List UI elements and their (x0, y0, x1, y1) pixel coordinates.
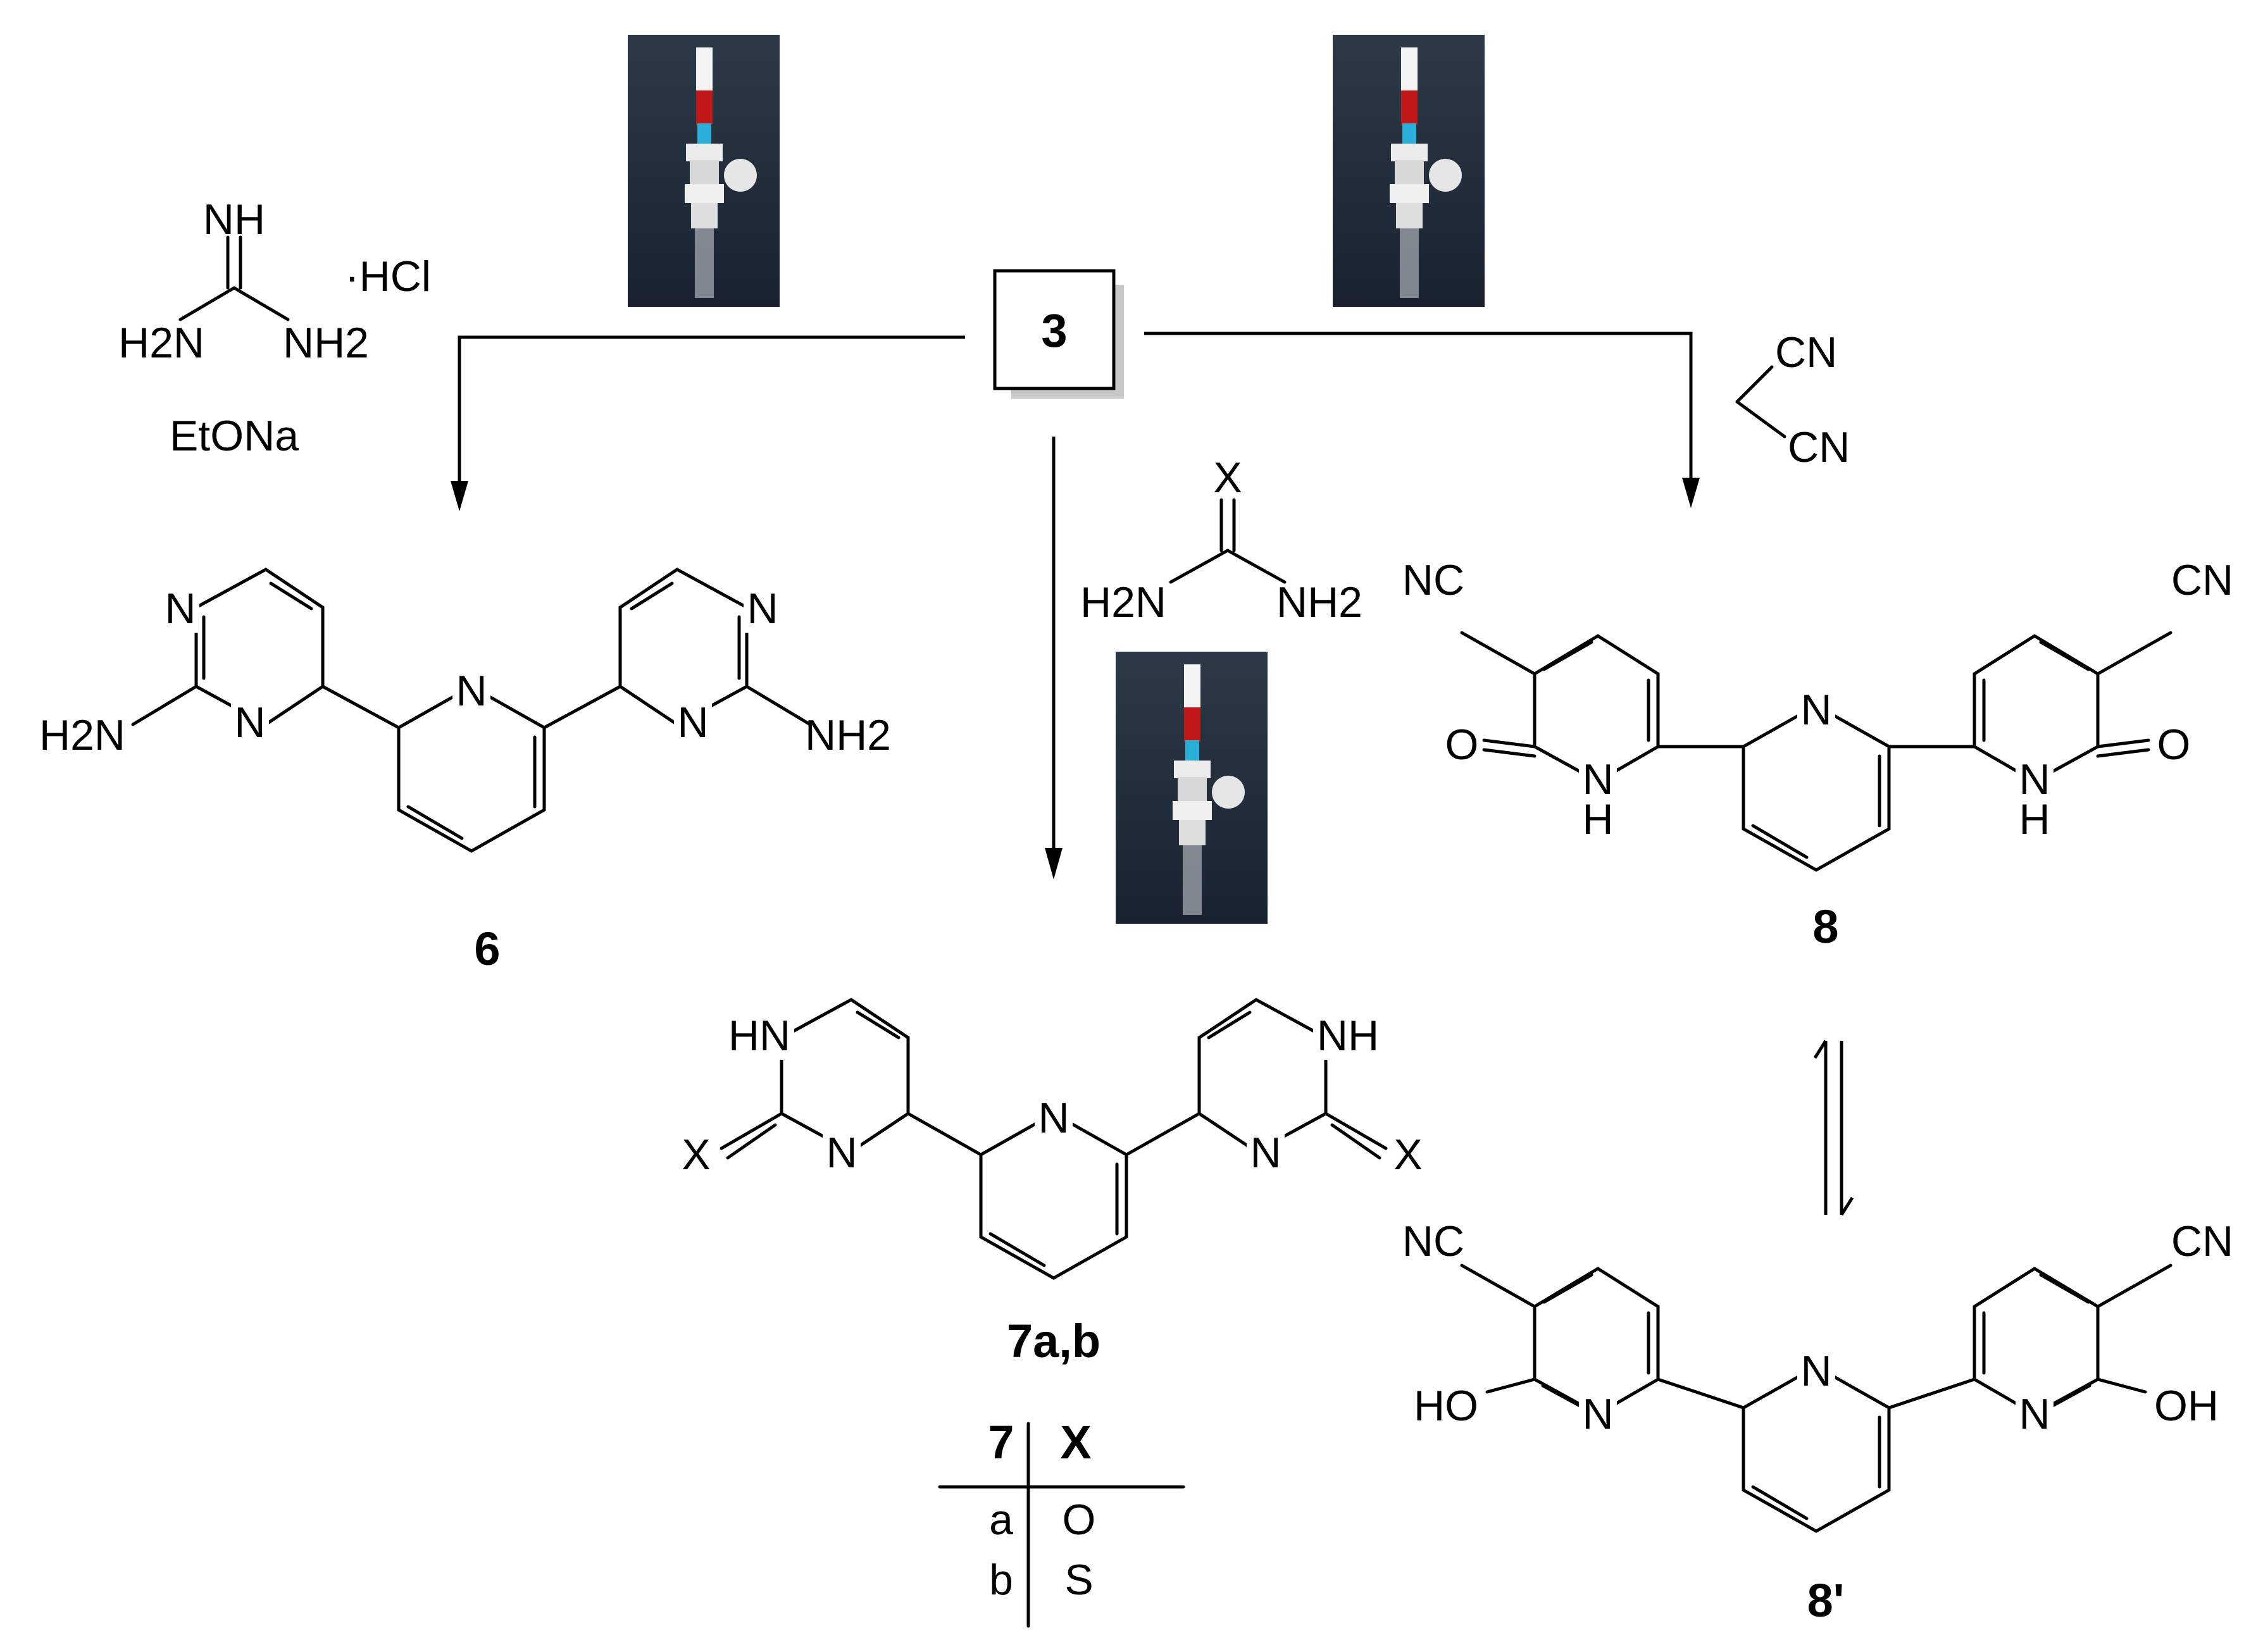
svg-text:N: N (165, 585, 196, 633)
arrow-to-8 (1144, 332, 1700, 508)
microwave-vial-icon (628, 35, 780, 307)
svg-text:O: O (2157, 721, 2191, 769)
svg-text:NH: NH (1317, 1012, 1379, 1060)
product-8prime-structure: N N N HO OH NC CN (1402, 1217, 2233, 1533)
svg-text:N: N (1800, 686, 1831, 734)
svg-text:N: N (1038, 1094, 1069, 1142)
urea-x: X (1213, 454, 1242, 502)
guanidine-hcl: ·HCl (345, 252, 431, 301)
svg-text:HN: HN (728, 1012, 790, 1060)
svg-text:N: N (2019, 1390, 2050, 1438)
product-6-structure: N N N N N H2N NH2 (39, 568, 891, 853)
svg-text:NC: NC (1402, 1217, 1464, 1265)
svg-text:HO: HO (1414, 1382, 1478, 1430)
microwave-vial-icon (1333, 35, 1485, 307)
svg-text:N: N (1582, 755, 1613, 804)
malononitrile-cn1: CN (1775, 328, 1837, 376)
svg-text:N: N (2019, 755, 2050, 804)
svg-text:X: X (682, 1131, 710, 1179)
table-row-a-x: O (1063, 1496, 1096, 1544)
table-row-a-id: a (989, 1496, 1013, 1544)
product-8prime-label: 8' (1807, 1574, 1845, 1627)
product-8-label: 8 (1812, 900, 1838, 953)
svg-text:H: H (2019, 795, 2050, 843)
svg-text:H: H (1582, 795, 1613, 843)
svg-text:N: N (456, 667, 487, 715)
svg-text:O: O (1445, 721, 1479, 769)
svg-text:N: N (1800, 1347, 1831, 1395)
table-7: 7 X a O b S (938, 1416, 1185, 1628)
compound-3-label: 3 (1041, 304, 1067, 357)
svg-text:N: N (747, 585, 778, 633)
malononitrile-cn2: CN (1788, 423, 1850, 471)
svg-text:N: N (826, 1129, 857, 1177)
svg-text:CN: CN (2171, 1217, 2233, 1265)
svg-text:X: X (1393, 1131, 1422, 1179)
etona-label: EtONa (170, 412, 299, 460)
guanidine-reagent: NH H2N NH2 ·HCl EtONa (118, 196, 431, 460)
arrow-to-7 (1045, 437, 1063, 879)
equilibrium-arrows (1813, 1040, 1854, 1216)
urea-nh2: NH2 (1276, 578, 1362, 626)
svg-text:N: N (1582, 1390, 1613, 1438)
svg-text:N: N (1250, 1129, 1281, 1177)
svg-text:N: N (234, 699, 265, 747)
guanidine-nh: NH (203, 196, 265, 244)
svg-text:CN: CN (2171, 556, 2233, 604)
svg-text:OH: OH (2154, 1382, 2219, 1430)
urea-reagent: X H2N NH2 (1080, 454, 1362, 626)
product-8-structure: N N H N H O O NC CN (1402, 556, 2233, 872)
microwave-vial-icon (1116, 652, 1268, 924)
guanidine-nh2: NH2 (283, 319, 369, 367)
svg-text:NC: NC (1402, 556, 1464, 604)
p6-nh2: NH2 (805, 711, 891, 759)
table-header-7: 7 (988, 1416, 1014, 1469)
product-6-label: 6 (474, 922, 500, 975)
table-row-b-id: b (989, 1556, 1013, 1604)
compound-3-box: 3 (993, 269, 1124, 399)
table-header-x: X (1060, 1416, 1091, 1469)
malononitrile-reagent: CN CN (1735, 328, 1850, 471)
svg-text:N: N (677, 699, 708, 747)
urea-h2n: H2N (1080, 578, 1166, 626)
guanidine-h2n: H2N (118, 319, 204, 367)
arrow-to-6 (451, 335, 965, 511)
p6-h2n: H2N (39, 711, 125, 759)
table-row-b-x: S (1064, 1556, 1093, 1604)
product-7-structure: N HN NH N N X X (682, 998, 1423, 1280)
product-7-label: 7a,b (1007, 1315, 1100, 1367)
